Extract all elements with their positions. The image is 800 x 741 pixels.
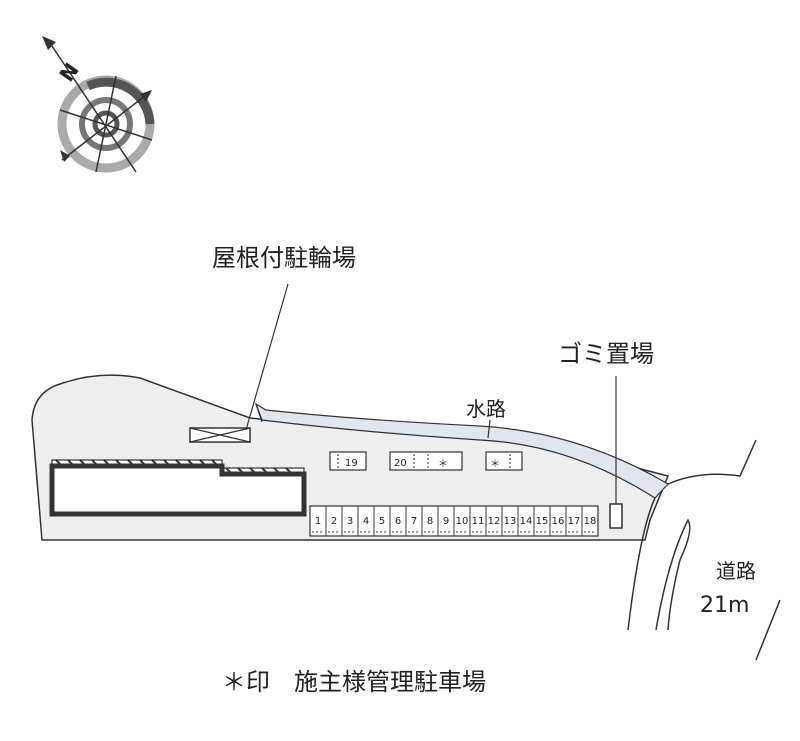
parking-slot-8: 8 [427, 516, 433, 527]
compass-north-label: N [54, 59, 83, 86]
parking-slot-12: 12 [488, 516, 501, 527]
waterway-label: 水路 [466, 397, 506, 421]
parking-slot-4: 4 [363, 516, 369, 527]
parking-slot-13: 13 [504, 516, 517, 527]
parking-slot-5: 5 [379, 516, 385, 527]
owner-slot-a: ＊ [438, 459, 448, 470]
waterway-leader [487, 419, 491, 439]
parking-slot-18: 18 [584, 516, 597, 527]
bike-parking [189, 283, 289, 443]
building [49, 459, 307, 517]
bike-parking-label: 屋根付駐輪場 [212, 244, 356, 272]
slot-20: 20 [394, 458, 407, 469]
garbage-label: ゴミ置場 [558, 340, 654, 368]
road-label: 道路 [716, 559, 756, 583]
parking-slot-1: 1 [315, 516, 321, 527]
upper-parking: 19 20 ＊ ＊ [329, 451, 523, 471]
parking-slot-9: 9 [443, 516, 449, 527]
parking-slot-14: 14 [520, 516, 533, 527]
parking-slot-7: 7 [411, 516, 417, 527]
parking-slot-2: 2 [331, 516, 337, 527]
compass-rose-icon: N [42, 36, 155, 173]
owner-slot-b: ＊ [490, 459, 500, 470]
road [627, 439, 781, 661]
road-width-label: 21m [700, 593, 749, 618]
parking-slot-3: 3 [347, 516, 353, 527]
parking-slot-10: 10 [456, 516, 469, 527]
parking-slot-6: 6 [395, 516, 401, 527]
slot-19: 19 [345, 458, 358, 469]
garbage-area [609, 503, 623, 529]
parking-slot-16: 16 [552, 516, 565, 527]
parking-slot-15: 15 [536, 516, 549, 527]
parking-slot-17: 17 [568, 516, 581, 527]
parking-slot-11: 11 [472, 516, 485, 527]
legend-text: ＊印 施主様管理駐車場 [222, 668, 486, 696]
